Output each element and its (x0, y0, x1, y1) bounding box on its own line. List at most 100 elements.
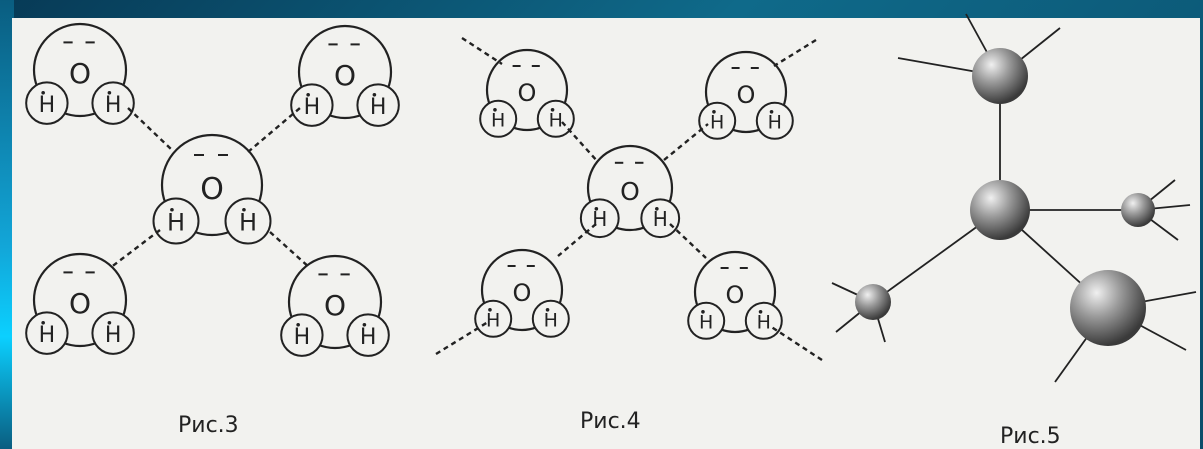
fig4-tl-partial-charge-dot (550, 108, 555, 112)
fig4-bl-partial-charge-dot (545, 308, 550, 312)
fig5-atom-right (1121, 193, 1155, 227)
fig3-tl-water-molecule: OH H (25, 22, 135, 125)
fig3-tl-hydrogen-shell (25, 81, 69, 125)
fig4-tr-partial-charge-dot (769, 110, 774, 114)
fig3-hydrogen-bond (269, 231, 311, 269)
fig3-br-partial-charge-dot (362, 322, 367, 327)
fig3-tr-hydrogen-shell (356, 83, 400, 127)
fig4-tl-hydrogen-label: H (491, 109, 505, 131)
fig3-br-hydrogen-label: H (294, 325, 311, 350)
fig3-bl-hydrogen-shell (25, 311, 69, 355)
fig3-tr-hydrogen-shell (290, 83, 334, 127)
fig4-br-hydrogen-label: H (757, 311, 771, 333)
fig3-bl-hydrogen-shell (91, 311, 135, 355)
fig4-tr-hydrogen-shell (698, 101, 737, 140)
fig3-center-oxygen-shell (160, 133, 264, 237)
fig3-br-hydrogen-shell (280, 313, 324, 357)
fig4-tr-hydrogen-label: H (768, 111, 782, 133)
slide-edge-glow (0, 0, 14, 449)
fig5-atom-left (855, 284, 891, 320)
fig3-hydrogen-bond (109, 229, 161, 269)
fig3-bl-oxygen-shell (32, 252, 128, 348)
fig3-tl-hydrogen-label: H (105, 93, 122, 118)
fig3-hydrogen-bond (247, 107, 301, 153)
fig4-bl-partial-charge-dot (488, 308, 492, 312)
fig4-center-oxygen-label: O (620, 177, 640, 206)
fig3-bl-oxygen-label: O (69, 287, 91, 320)
fig4-center-oxygen-shell (586, 144, 674, 232)
figure-5 (831, 13, 1197, 383)
fig4-tl-hydrogen-shell (536, 99, 575, 138)
fig4-outer-bond (773, 38, 817, 68)
fig3-bl-hydrogen-label: H (105, 323, 122, 348)
fig3-tl-hydrogen-label: H (39, 93, 56, 118)
figure-3-caption: Рис.3 (178, 413, 239, 438)
fig3-center-hydrogen-label: H (239, 208, 257, 236)
fig3-br-hydrogen-shell (346, 313, 390, 357)
fig4-bl-hydrogen-label: H (486, 309, 500, 331)
fig5-atom-top (972, 48, 1028, 104)
fig4-br-water-molecule: OH H (687, 250, 783, 340)
fig4-tl-hydrogen-label: H (549, 109, 563, 131)
fig4-center-hydrogen-label: H (653, 207, 668, 231)
fig4-tr-hydrogen-label: H (710, 111, 724, 133)
fig4-bl-water-molecule: OH H (474, 248, 570, 338)
fig4-br-partial-charge-dot (758, 310, 763, 314)
fig4-center-partial-charge-dot (655, 206, 659, 211)
fig4-center-partial-charge-dot (594, 206, 599, 211)
fig4-br-hydrogen-label: H (699, 311, 713, 333)
fig3-br-oxygen-label: O (324, 289, 346, 322)
fig4-bl-oxygen-label: O (513, 279, 532, 307)
fig3-bl-hydrogen-label: H (39, 323, 56, 348)
fig4-br-oxygen-label: O (726, 281, 745, 309)
fig4-br-hydrogen-shell (744, 301, 783, 340)
fig4-tl-water-molecule: OH H (479, 48, 575, 138)
fig3-tl-hydrogen-shell (91, 81, 135, 125)
fig3-br-partial-charge-dot (296, 322, 300, 327)
fig5-atom-lower-right (1070, 270, 1146, 346)
fig3-center-oxygen-label: O (200, 172, 224, 207)
fig3-center-hydrogen-label: H (167, 208, 185, 236)
fig3-center-partial-charge-dot (242, 207, 246, 212)
fig4-br-oxygen-shell (693, 250, 777, 334)
fig4-outer-bond (769, 324, 823, 362)
fig4-bl-oxygen-shell (480, 248, 564, 332)
fig4-bl-hydrogen-shell (474, 299, 513, 338)
fig3-tr-hydrogen-label: H (304, 95, 321, 120)
fig3-br-oxygen-shell (287, 254, 383, 350)
fig4-tl-hydrogen-shell (479, 99, 518, 138)
fig4-br-partial-charge-dot (701, 310, 705, 314)
fig4-tl-partial-charge-dot (493, 108, 497, 112)
fig4-center-water-molecule: OH H (579, 144, 681, 239)
fig4-tr-partial-charge-dot (712, 110, 716, 114)
fig3-tr-hydrogen-label: H (370, 95, 387, 120)
fig4-br-hydrogen-shell (687, 301, 726, 340)
fig4-center-hydrogen-label: H (592, 207, 607, 231)
fig3-center-hydrogen-shell (152, 197, 200, 245)
fig4-tr-hydrogen-shell (755, 101, 794, 140)
fig4-hydrogen-bond (663, 123, 709, 161)
fig5-atom-center (970, 180, 1030, 240)
fig3-center-hydrogen-shell (224, 197, 272, 245)
fig4-bl-hydrogen-label: H (544, 309, 558, 331)
fig4-center-hydrogen-shell (579, 198, 620, 239)
figure-4-caption: Рис.4 (580, 409, 641, 434)
fig3-bl-water-molecule: OH H (25, 252, 135, 355)
fig3-center-water-molecule: OH H (152, 133, 272, 245)
fig3-bl-partial-charge-dot (107, 320, 112, 325)
fig4-tr-oxygen-shell (704, 50, 788, 134)
fig4-center-hydrogen-shell (640, 198, 681, 239)
fig4-outer-bond (435, 320, 489, 356)
fig3-tr-oxygen-shell (297, 24, 393, 120)
fig4-tl-oxygen-label: O (518, 79, 537, 107)
fig4-tl-oxygen-shell (485, 48, 569, 132)
fig3-tr-partial-charge-dot (372, 92, 377, 97)
figure-5-caption: Рис.5 (1000, 424, 1061, 449)
fig3-tl-oxygen-label: O (69, 57, 91, 90)
